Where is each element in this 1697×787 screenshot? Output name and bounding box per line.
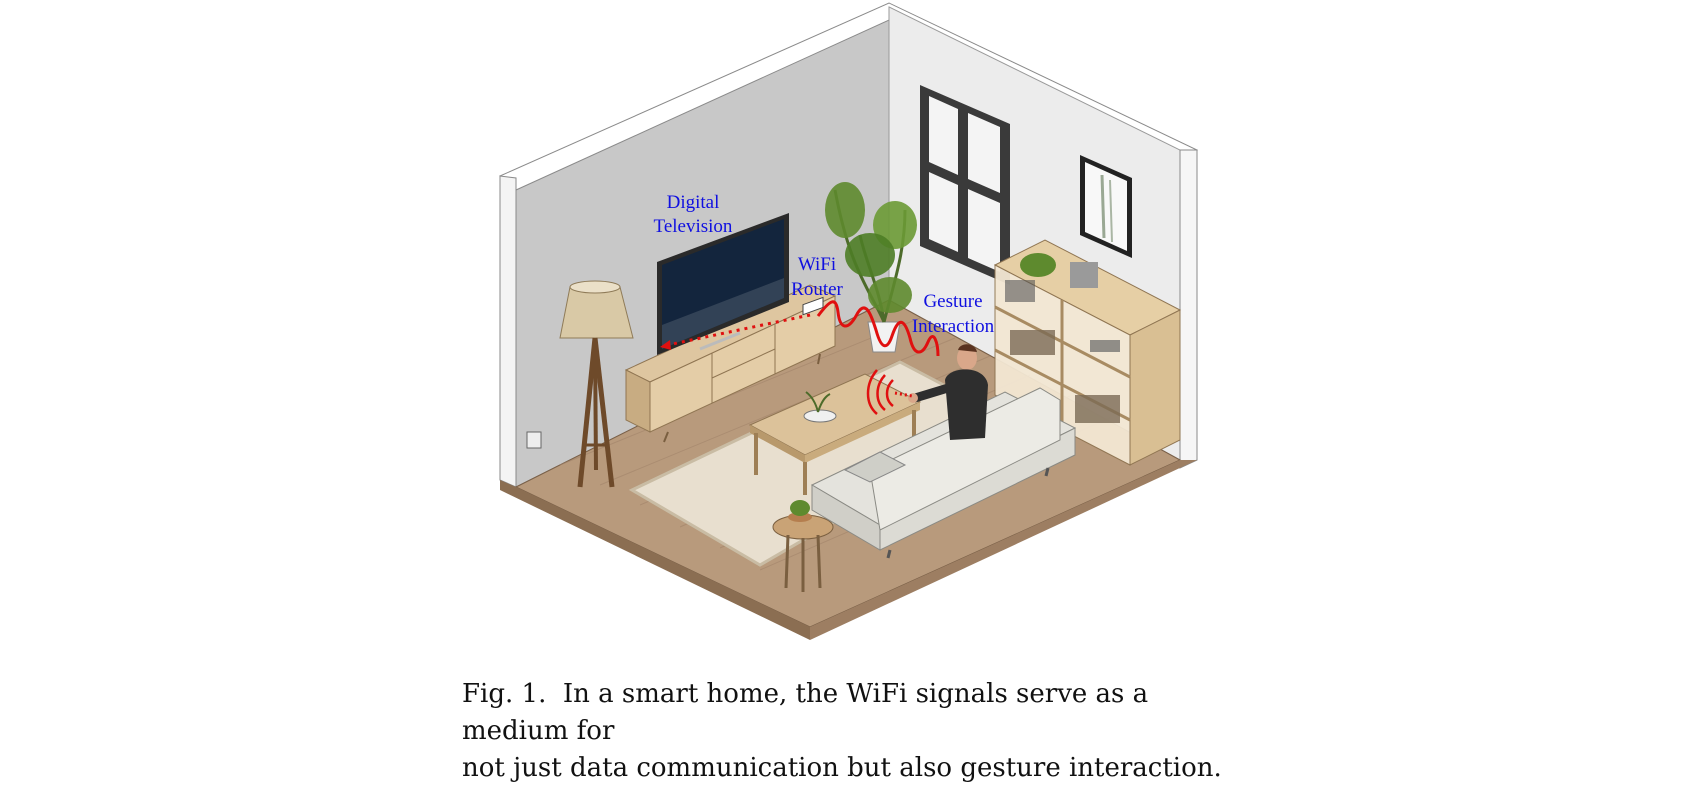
smart-home-illustration: Digital Television WiFi Router Gesture I…	[499, 2, 1199, 640]
floor-edge	[500, 480, 810, 640]
person	[908, 344, 988, 440]
left-wall-edge	[499, 175, 517, 488]
caption-line-2: not just data communication but also ges…	[462, 753, 1222, 783]
right-wall-edge	[1179, 149, 1198, 469]
sofa	[810, 387, 1077, 559]
wall-outlet	[526, 431, 542, 449]
window	[920, 85, 1010, 285]
label-wifi-router-line2: Router	[791, 279, 843, 300]
potted-plant	[825, 182, 917, 353]
floor-lamp	[559, 280, 634, 488]
caption-line-1: Fig. 1. In a smart home, the WiFi signal…	[462, 676, 1262, 750]
label-digital-television-line1: Digital	[667, 192, 720, 213]
wifi-signal-wave	[816, 300, 940, 357]
side-table	[772, 500, 834, 592]
label-gesture-interaction-line2: Interaction	[912, 316, 995, 337]
gesture-wave-arcs	[866, 369, 894, 415]
bookshelf	[993, 239, 1182, 466]
wifi-signal-to-tv	[662, 313, 811, 348]
framed-picture	[1080, 155, 1132, 258]
caption-figure-label: Fig. 1.	[462, 679, 547, 709]
router-device	[802, 296, 824, 316]
label-gesture-interaction-line1: Gesture	[923, 291, 982, 312]
floor-edge-right	[810, 460, 1197, 640]
label-digital-television-line2: Television	[654, 216, 733, 237]
tv-cabinet	[624, 284, 837, 443]
caption-text-line1: In a smart home, the WiFi signals serve …	[462, 679, 1157, 746]
signal-arrowhead	[660, 340, 671, 350]
figure-caption: Fig. 1. In a smart home, the WiFi signal…	[462, 676, 1262, 787]
television	[657, 213, 789, 355]
label-wifi-router-line1: WiFi	[798, 254, 836, 275]
